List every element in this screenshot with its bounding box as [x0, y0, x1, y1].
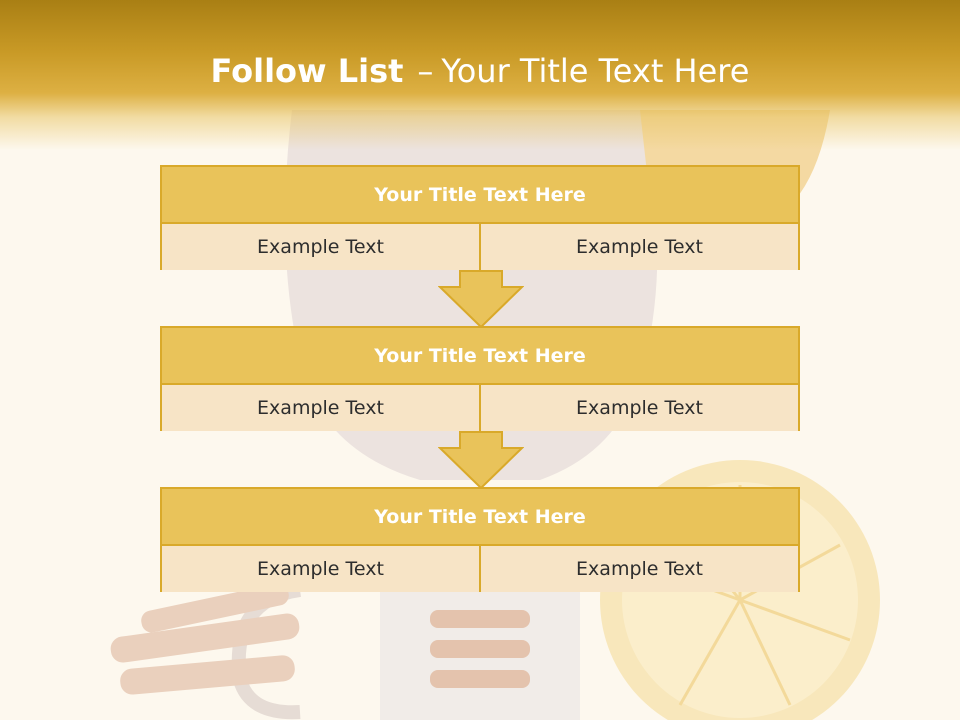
down-arrow-icon	[438, 431, 524, 490]
step-box-3: Your Title Text Here Example Text Exampl…	[160, 487, 800, 592]
step-title: Your Title Text Here	[162, 167, 798, 224]
step-cell-right: Example Text	[479, 385, 798, 431]
step-cell-left: Example Text	[162, 385, 479, 431]
slide-title: Follow List–Your Title Text Here	[0, 52, 960, 90]
step-cell-left: Example Text	[162, 224, 479, 270]
title-main: Follow List	[210, 52, 404, 90]
title-separator: –	[417, 52, 434, 90]
title-subtitle: Your Title Text Here	[441, 52, 750, 90]
step-title: Your Title Text Here	[162, 328, 798, 385]
step-box-1: Your Title Text Here Example Text Exampl…	[160, 165, 800, 270]
step-cell-left: Example Text	[162, 546, 479, 592]
step-cell-right: Example Text	[479, 224, 798, 270]
down-arrow-icon	[438, 270, 524, 329]
step-box-2: Your Title Text Here Example Text Exampl…	[160, 326, 800, 431]
title-banner	[0, 0, 960, 150]
step-title: Your Title Text Here	[162, 489, 798, 546]
step-cell-right: Example Text	[479, 546, 798, 592]
